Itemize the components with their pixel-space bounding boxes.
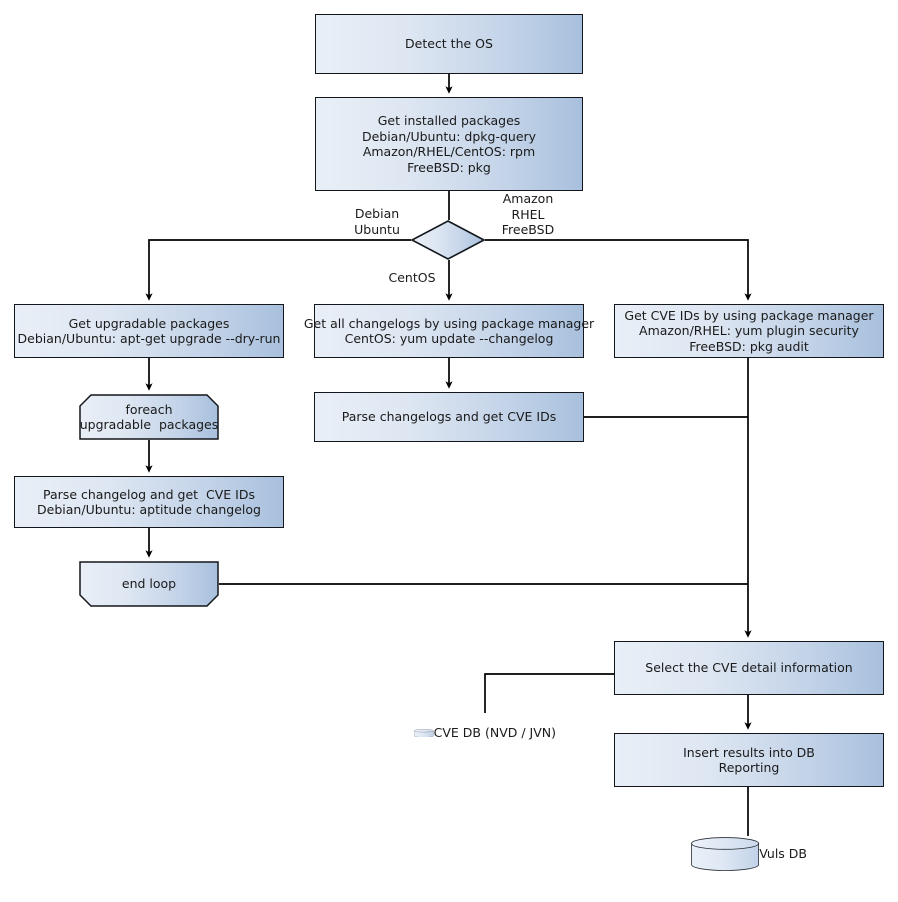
node-detect-os-label: Detect the OS xyxy=(405,36,493,52)
node-get-installed-packages-label: Get installed packages Debian/Ubuntu: dp… xyxy=(361,113,537,175)
node-parse-changelog-cve-ids-label: Parse changelog and get CVE IDs Debian/U… xyxy=(37,486,261,518)
edge-label-centos: CentOS xyxy=(388,270,436,285)
node-foreach-upgradable-packages[interactable]: foreach upgradable packages xyxy=(79,394,219,440)
node-get-upgradable-packages[interactable]: Get upgradable packages Debian/Ubuntu: a… xyxy=(14,304,284,358)
node-get-all-changelogs-label: Get all changelogs by using package mana… xyxy=(303,315,595,347)
node-select-cve-detail[interactable]: Select the CVE detail information xyxy=(614,641,884,695)
node-parse-changelogs-cve-ids[interactable]: Parse changelogs and get CVE IDs xyxy=(314,392,584,442)
node-parse-changelogs-cve-ids-label: Parse changelogs and get CVE IDs xyxy=(341,409,557,425)
database-cylinder-icon xyxy=(414,728,434,738)
decision-diamond-icon xyxy=(411,220,485,260)
node-get-installed-packages[interactable]: Get installed packages Debian/Ubuntu: dp… xyxy=(315,97,583,191)
node-insert-results-db[interactable]: Insert results into DB Reporting xyxy=(614,733,884,787)
node-get-cve-ids-package-manager-label: Get CVE IDs by using package manager Ama… xyxy=(624,307,874,354)
node-detect-os[interactable]: Detect the OS xyxy=(315,14,583,74)
edge-label-amazon-rhel-freebsd: Amazon RHEL FreeBSD xyxy=(501,191,555,237)
node-get-cve-ids-package-manager[interactable]: Get CVE IDs by using package manager Ama… xyxy=(614,304,884,358)
node-end-loop-label: end loop xyxy=(121,576,177,592)
node-vuls-db-label: Vuls DB xyxy=(759,846,807,862)
edge-label-debian-ubuntu: Debian Ubuntu xyxy=(354,206,400,237)
node-foreach-upgradable-packages-label: foreach upgradable packages xyxy=(79,401,219,433)
node-get-upgradable-packages-label: Get upgradable packages Debian/Ubuntu: a… xyxy=(17,315,281,347)
node-parse-changelog-cve-ids[interactable]: Parse changelog and get CVE IDs Debian/U… xyxy=(14,476,284,528)
node-os-decision[interactable] xyxy=(411,220,485,260)
database-cylinder-icon xyxy=(691,837,760,871)
node-vuls-db[interactable]: Vuls DB xyxy=(691,825,807,883)
loop-start-shape-icon xyxy=(79,394,219,440)
node-insert-results-db-label: Insert results into DB Reporting xyxy=(683,744,815,776)
node-get-all-changelogs[interactable]: Get all changelogs by using package mana… xyxy=(304,304,594,358)
node-cve-db[interactable]: CVE DB (NVD / JVN) xyxy=(414,702,556,764)
node-end-loop[interactable]: end loop xyxy=(79,561,219,607)
node-cve-db-label: CVE DB (NVD / JVN) xyxy=(433,725,556,741)
loop-end-shape-icon xyxy=(79,561,219,607)
node-select-cve-detail-label: Select the CVE detail information xyxy=(645,660,853,676)
